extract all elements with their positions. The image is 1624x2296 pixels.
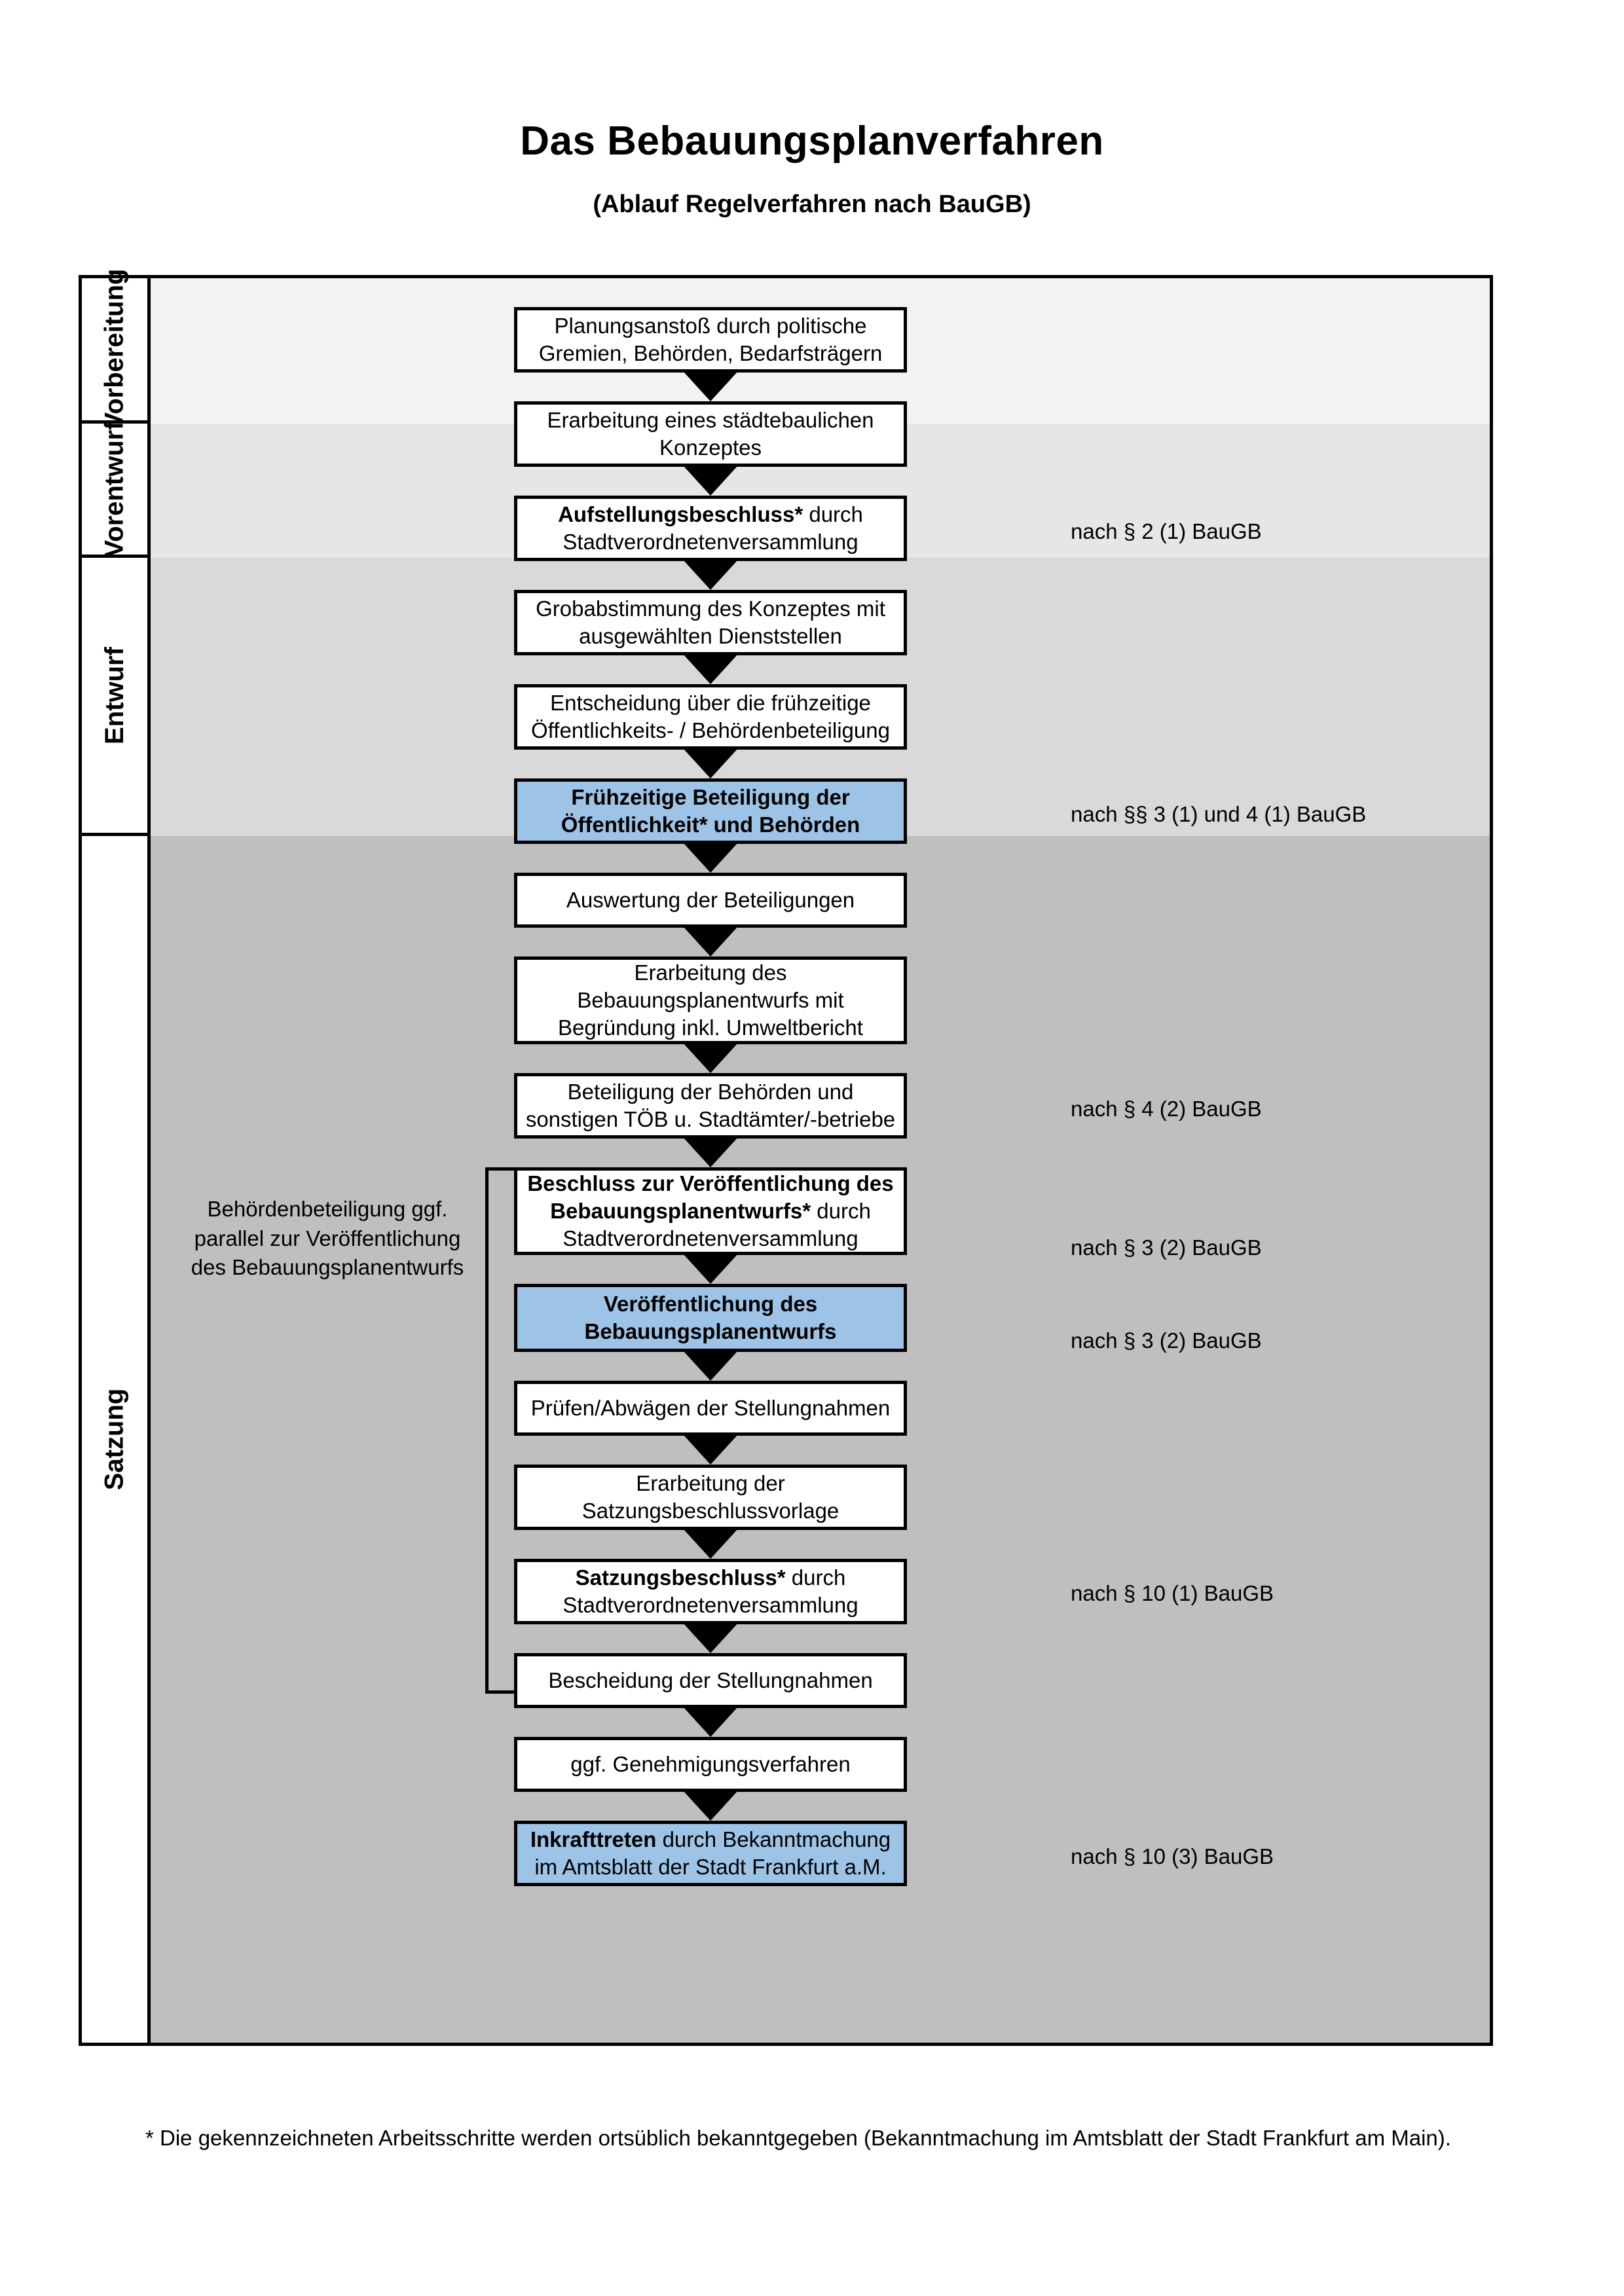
process-box-beschluss-veroeffentlichung[interactable]: Beschluss zur Veröffentlichung des Bebau… [514,1167,907,1255]
box-line-2: Bebauungsplanentwurfs mit [577,987,844,1012]
box-line-2: sonstigen TÖB u. Stadtämter/-betriebe [525,1107,896,1131]
box-line-2: Konzeptes [659,435,762,460]
legal-ref-par3-2-veroeffentlichung: nach § 3 (2) BauGB [1071,1328,1262,1353]
arrow-down-icon [683,654,738,684]
phase-label-vorentwurf: Vorentwurf [82,420,147,558]
legal-ref-par2-1: nach § 2 (1) BauGB [1071,519,1262,543]
box-line-1: Planungsanstoß durch politische [554,313,867,338]
process-box-bescheidung-stellungnahmen[interactable]: Bescheidung der Stellungnahmen [514,1653,907,1708]
arrow-down-icon [683,843,738,873]
legal-ref-par10-1: nach § 10 (1) BauGB [1071,1581,1274,1605]
process-box-fruehzeitige-beteiligung[interactable]: Frühzeitige Beteiligung der Öffentlichke… [514,778,907,844]
box-line-2: im Amtsblatt der Stadt Frankfurt a.M. [534,1855,887,1879]
process-box-erarbeitung-bebauungsplanentwurf[interactable]: Erarbeitung des Bebauungsplanentwurfs mi… [514,957,907,1044]
box-line-1: Entscheidung über die frühzeitige [550,690,871,715]
side-note-behoerdenbeteiligung: Behördenbeteiligung ggf. parallel zur Ve… [191,1197,464,1280]
process-box-satzungsbeschlussvorlage[interactable]: Erarbeitung der Satzungsbeschlussvorlage [514,1465,907,1530]
process-box-staedtebauliches-konzept[interactable]: Erarbeitung eines städtebaulichen Konzep… [514,401,907,467]
process-box-planungsanstoss[interactable]: Planungsanstoß durch politische Gremien,… [514,307,907,373]
box-line-2: Öffentlichkeits- / Behördenbeteiligung [531,718,890,742]
box-bold-text: Satzungsbeschluss* [575,1565,786,1590]
box-line-2: Stadtverordnetenversammlung [563,1593,858,1617]
arrow-down-icon [683,1623,738,1653]
process-box-inkrafttreten[interactable]: Inkrafttreten durch Bekanntmachung im Am… [514,1821,907,1886]
box-bold-text: Inkrafttreten [530,1827,657,1851]
process-box-pruefen-abwaegen[interactable]: Prüfen/Abwägen der Stellungnahmen [514,1381,907,1436]
phase-label-text: Entwurf [100,646,129,744]
legal-ref-par3-1-4-1: nach §§ 3 (1) und 4 (1) BauGB [1071,802,1367,826]
box-line-1: durch Bekanntmachung [656,1827,891,1851]
arrow-down-icon [683,1791,738,1821]
box-line-1: durch [803,501,863,526]
bypass-connector-vertical-segment [485,1167,489,1694]
title-block: Das Bebauungsplanverfahren (Ablauf Regel… [0,118,1624,219]
page-title: Das Bebauungsplanverfahren [520,118,1104,164]
arrow-down-icon [683,926,738,957]
process-box-beteiligung-behoerden-toeb[interactable]: Beteiligung der Behörden und sonstigen T… [514,1073,907,1139]
arrow-down-icon [683,1707,738,1737]
box-line-1: ggf. Genehmigungsverfahren [570,1751,851,1776]
process-box-auswertung-beteiligungen[interactable]: Auswertung der Beteiligungen [514,873,907,928]
phase-label-satzung: Satzung [82,836,147,2043]
box-line-2: Stadtverordnetenversammlung [563,530,858,554]
box-line-3: Begründung inkl. Umweltbericht [558,1015,863,1040]
arrow-down-icon [683,748,738,778]
box-line-1: Erarbeitung des [634,960,787,985]
box-line-2: Stadtverordnetenversammlung [563,1226,858,1251]
box-line-1: Prüfen/Abwägen der Stellungnahmen [530,1395,891,1420]
box-line-1: Bescheidung der Stellungnahmen [548,1667,873,1692]
box-line-2: Gremien, Behörden, Bedarfsträgern [538,341,883,365]
legal-ref-par4-2: nach § 4 (2) BauGB [1071,1097,1262,1121]
box-line-1: Beteiligung der Behörden und [567,1079,854,1104]
box-line-1: durch [811,1198,871,1223]
box-line-1: Erarbeitung der [636,1470,785,1495]
phase-label-entwurf: Entwurf [82,558,147,836]
process-box-entscheidung-fruehzeitige-beteiligung[interactable]: Entscheidung über die frühzeitige Öffent… [514,684,907,750]
box-bold-text: Veröffentlichung des Bebauungsplanentwur… [584,1291,837,1343]
box-line-1: durch [785,1565,846,1590]
legal-ref-par10-3: nach § 10 (3) BauGB [1071,1844,1274,1868]
box-bold-text: Beschluss zur Veröffentlichung des Bebau… [527,1171,894,1223]
process-box-grobabstimmung[interactable]: Grobabstimmung des Konzeptes mit ausgewä… [514,590,907,655]
arrow-down-icon [683,1254,738,1284]
box-bold-text: Aufstellungsbeschluss* [558,501,803,526]
phase-label-text: Satzung [100,1388,129,1491]
arrow-down-icon [683,1351,738,1381]
arrow-down-icon [683,1043,738,1073]
arrow-down-icon [683,1137,738,1167]
arrow-down-icon [683,371,738,401]
box-line-1: Auswertung der Beteiligungen [566,887,855,912]
arrow-down-icon [683,1529,738,1559]
process-box-veroeffentlichung-entwurf[interactable]: Veröffentlichung des Bebauungsplanentwur… [514,1284,907,1352]
phase-label-vorbereitung: Vorbereitung [82,269,147,429]
phase-label-text: Vorentwurf [100,420,129,558]
box-line-1: Grobabstimmung des Konzeptes mit [536,596,885,621]
box-line-2: ausgewählten Dienststellen [579,624,842,648]
legal-ref-par3-2-beschluss: nach § 3 (2) BauGB [1071,1235,1262,1260]
page-subtitle: (Ablauf Regelverfahren nach BauGB) [593,191,1031,218]
phase-label-text: Vorbereitung [100,268,129,430]
arrow-down-icon [683,465,738,496]
box-line-2: Satzungsbeschlussvorlage [581,1499,840,1523]
process-box-aufstellungsbeschluss[interactable]: Aufstellungsbeschluss* durch Stadtverord… [514,496,907,561]
process-box-satzungsbeschluss[interactable]: Satzungsbeschluss* durch Stadtverordnete… [514,1559,907,1624]
box-bold-text: Frühzeitige Beteiligung der Öffentlichke… [561,784,860,837]
process-box-genehmigungsverfahren[interactable]: ggf. Genehmigungsverfahren [514,1737,907,1792]
footnote-text: * Die gekennzeichneten Arbeitsschritte w… [145,2126,1451,2150]
arrow-down-icon [683,560,738,590]
phase-column-divider [147,278,151,2043]
arrow-down-icon [683,1434,738,1465]
flowchart-frame: Vorbereitung Vorentwurf Entwurf Satzung … [79,269,1493,2046]
box-line-1: Erarbeitung eines städtebaulichen [547,407,874,432]
